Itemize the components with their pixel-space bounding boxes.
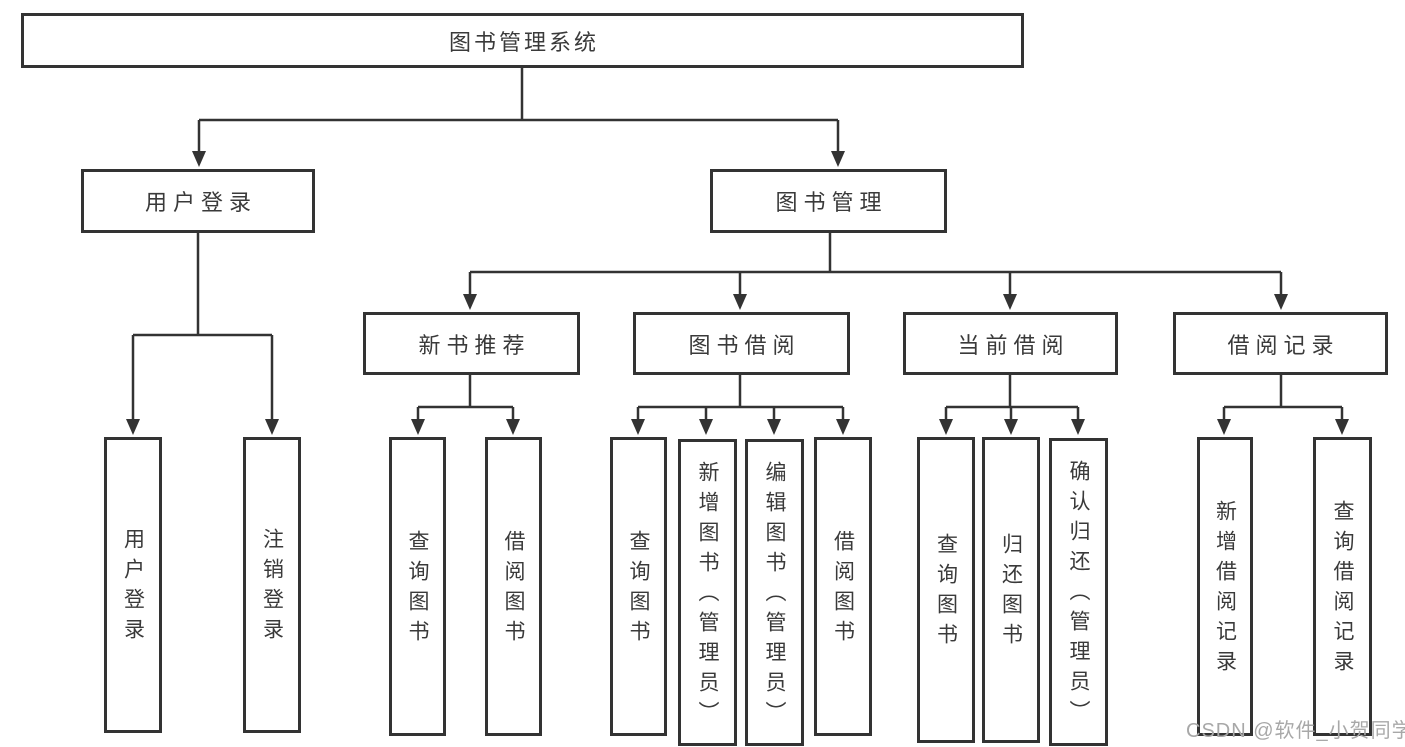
- leaf-label: 借阅图书: [831, 529, 855, 650]
- node-book-borrowing: 图书借阅: [633, 312, 850, 375]
- leaf-label: 借阅图书: [502, 529, 525, 650]
- node-label: 借阅记录: [1227, 332, 1340, 358]
- arrowheads: [126, 151, 1349, 435]
- leaf-edit-books-admin: 编辑图书（管理员）: [745, 439, 804, 746]
- leaf-query-books-borrowing: 查询图书: [610, 437, 667, 736]
- leaf-user-login: 用户登录: [104, 437, 162, 733]
- node-borrowing-records: 借阅记录: [1173, 312, 1388, 375]
- leaf-add-borrow-record: 新增借阅记录: [1197, 437, 1253, 736]
- watermark: CSDN @软件_小贺同学: [1186, 720, 1405, 742]
- leaf-label: 归还图书: [999, 533, 1023, 653]
- leaf-query-books-current: 查询图书: [917, 437, 975, 743]
- leaf-label: 查询图书: [627, 529, 650, 650]
- leaf-logout: 注销登录: [243, 437, 301, 733]
- node-label: 图书管理系统: [448, 29, 599, 55]
- leaf-label: 查询图书: [934, 533, 958, 653]
- leaf-label: 新增借阅记录: [1213, 499, 1237, 680]
- leaf-label: 确认归还（管理员）: [1067, 460, 1090, 730]
- leaf-label: 注销登录: [260, 528, 284, 648]
- node-label: 用户登录: [144, 190, 257, 215]
- leaf-label: 用户登录: [121, 528, 145, 648]
- leaf-borrow-books-recommend: 借阅图书: [485, 437, 542, 736]
- node-current-borrowing: 当前借阅: [903, 312, 1118, 375]
- leaf-return-books: 归还图书: [982, 437, 1040, 743]
- node-label: 当前借阅: [957, 332, 1070, 358]
- node-book-management: 图书管理: [710, 169, 947, 233]
- node-label: 图书借阅: [688, 332, 801, 358]
- node-new-book-recommend: 新书推荐: [363, 312, 580, 375]
- leaf-label: 编辑图书（管理员）: [763, 460, 786, 731]
- leaf-add-books-admin: 新增图书（管理员）: [678, 439, 737, 746]
- leaf-label: 新增图书（管理员）: [696, 460, 719, 731]
- leaf-confirm-return-admin: 确认归还（管理员）: [1049, 438, 1108, 746]
- leaf-label: 查询图书: [406, 529, 429, 650]
- leaf-label: 查询借阅记录: [1331, 499, 1354, 680]
- node-label: 新书推荐: [418, 332, 531, 358]
- node-library-system: 图书管理系统: [21, 13, 1024, 68]
- node-label: 图书管理: [775, 190, 888, 215]
- tree-edges: [131, 66, 1344, 421]
- node-user-login: 用户登录: [81, 169, 315, 233]
- leaf-query-books-recommend: 查询图书: [389, 437, 446, 736]
- leaf-borrow-books: 借阅图书: [814, 437, 872, 736]
- leaf-query-borrow-record: 查询借阅记录: [1313, 437, 1372, 736]
